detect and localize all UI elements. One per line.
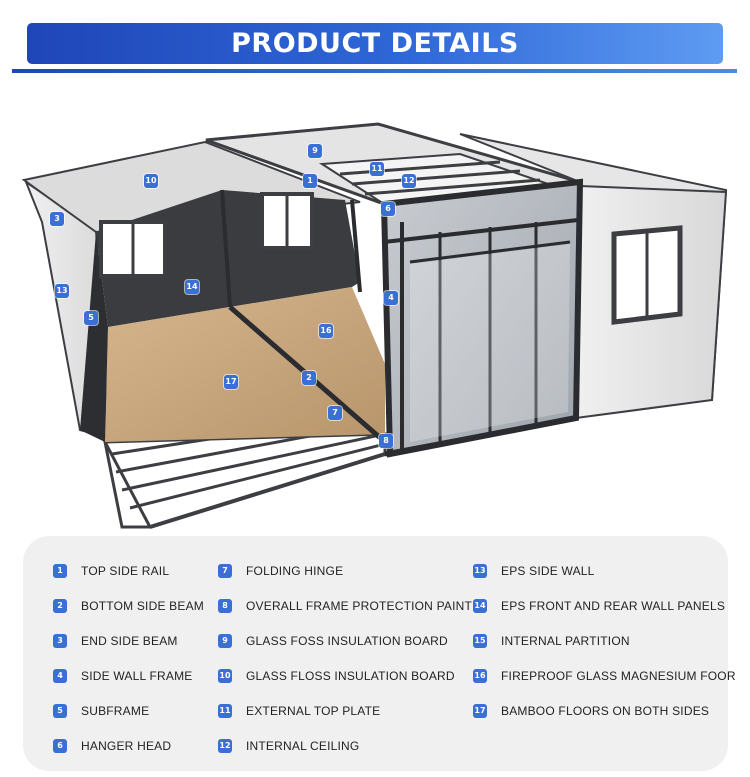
- legend-label: GLASS FOSS INSULATION BOARD: [246, 634, 448, 648]
- marker-2: 2: [302, 371, 316, 385]
- house-drawing: [21, 122, 728, 529]
- header-banner: PRODUCT DETAILS: [27, 23, 723, 64]
- legend-label: BOTTOM SIDE BEAM: [81, 599, 204, 613]
- interior-floor: [105, 287, 385, 442]
- legend-item: 13 EPS SIDE WALL: [473, 564, 595, 578]
- legend-label: FIREPROOF GLASS MAGNESIUM FOOR: [501, 669, 736, 683]
- legend-badge: 1: [53, 564, 67, 578]
- legend-badge: 16: [473, 669, 487, 683]
- legend-item: 6 HANGER HEAD: [53, 739, 171, 753]
- legend-label: BAMBOO FLOORS ON BOTH SIDES: [501, 704, 710, 718]
- marker-3: 3: [50, 212, 64, 226]
- legend-label: GLASS FLOSS INSULATION BOARD: [246, 669, 455, 683]
- marker-7: 7: [328, 406, 342, 420]
- legend-badge: 8: [218, 599, 232, 613]
- legend-badge: 2: [53, 599, 67, 613]
- bottom-beam: [384, 415, 579, 457]
- legend-item: 3 END SIDE BEAM: [53, 634, 178, 648]
- header-underline: [12, 69, 737, 73]
- legend-label: INTERNAL PARTITION: [501, 634, 630, 648]
- legend-label: TOP SIDE RAIL: [81, 564, 170, 578]
- legend-item: 7 FOLDING HINGE: [218, 564, 343, 578]
- marker-4: 4: [384, 291, 398, 305]
- legend-badge: 14: [473, 599, 487, 613]
- legend-badge: 4: [53, 669, 67, 683]
- legend-label: EPS FRONT AND REAR WALL PANELS: [501, 599, 726, 613]
- legend-label: FOLDING HINGE: [246, 564, 344, 578]
- legend-item: 2 BOTTOM SIDE BEAM: [53, 599, 204, 613]
- legend-badge: 6: [53, 739, 67, 753]
- back-wall-windows: [99, 192, 314, 278]
- legend-label: OVERALL FRAME PROTECTION PAINT: [246, 599, 473, 613]
- legend-label: HANGER HEAD: [81, 739, 172, 753]
- marker-13: 13: [55, 284, 69, 298]
- legend-badge: 7: [218, 564, 232, 578]
- legend-item: 1 TOP SIDE RAIL: [53, 564, 169, 578]
- marker-10: 10: [144, 174, 158, 188]
- legend-item: 5 SUBFRAME: [53, 704, 149, 718]
- interior-side-wall: [80, 232, 108, 442]
- legend-label: END SIDE BEAM: [81, 634, 178, 648]
- container-house-illustration: 9 10 11 12 1 6 3 14 13 5 4 16 17 2 7 8: [0, 82, 750, 532]
- legend-badge: 15: [473, 634, 487, 648]
- right-wing-window: [611, 225, 683, 325]
- legend-item: 11 EXTERNAL TOP PLATE: [218, 704, 380, 718]
- legend-item: 17 BAMBOO FLOORS ON BOTH SIDES: [473, 704, 709, 718]
- legend-panel: 1 TOP SIDE RAIL 2 BOTTOM SIDE BEAM 3 END SI…: [23, 536, 736, 771]
- legend-item: 15 INTERNAL PARTITION: [473, 634, 630, 648]
- legend-badge: 10: [218, 669, 232, 683]
- legend-label: EXTERNAL TOP PLATE: [246, 704, 381, 718]
- legend-badge: 9: [218, 634, 232, 648]
- legend-badge: 17: [473, 704, 487, 718]
- marker-6: 6: [381, 202, 395, 216]
- marker-5: 5: [84, 311, 98, 325]
- legend-item: 4 SIDE WALL FRAME: [53, 669, 192, 683]
- legend-badge: 12: [218, 739, 232, 753]
- legend-badge: 13: [473, 564, 487, 578]
- marker-1: 1: [303, 174, 317, 188]
- legend-label: SUBFRAME: [81, 704, 150, 718]
- left-deck: [103, 410, 387, 529]
- legend-label: EPS SIDE WALL: [501, 564, 595, 578]
- marker-12: 12: [402, 174, 416, 188]
- legend-item: 14 EPS FRONT AND REAR WALL PANELS: [473, 599, 725, 613]
- marker-9: 9: [308, 144, 322, 158]
- legend-label: SIDE WALL FRAME: [81, 669, 193, 683]
- legend-badge: 11: [218, 704, 232, 718]
- marker-16: 16: [319, 324, 333, 338]
- marker-11: 11: [370, 162, 384, 176]
- marker-14: 14: [185, 280, 199, 294]
- page-title: PRODUCT DETAILS: [231, 28, 519, 59]
- legend-item: 8 OVERALL FRAME PROTECTION PAINT: [218, 599, 472, 613]
- legend-item: 16 FIREPROOF GLASS MAGNESIUM FOOR: [473, 669, 736, 683]
- glass-front-wall: [380, 178, 584, 458]
- marker-17: 17: [224, 375, 238, 389]
- marker-8: 8: [379, 434, 393, 448]
- legend-badge: 3: [53, 634, 67, 648]
- legend-item: 9 GLASS FOSS INSULATION BOARD: [218, 634, 448, 648]
- legend-item: 10 GLASS FLOSS INSULATION BOARD: [218, 669, 455, 683]
- legend-item: 12 INTERNAL CEILING: [218, 739, 359, 753]
- legend-label: INTERNAL CEILING: [246, 739, 360, 753]
- legend-badge: 5: [53, 704, 67, 718]
